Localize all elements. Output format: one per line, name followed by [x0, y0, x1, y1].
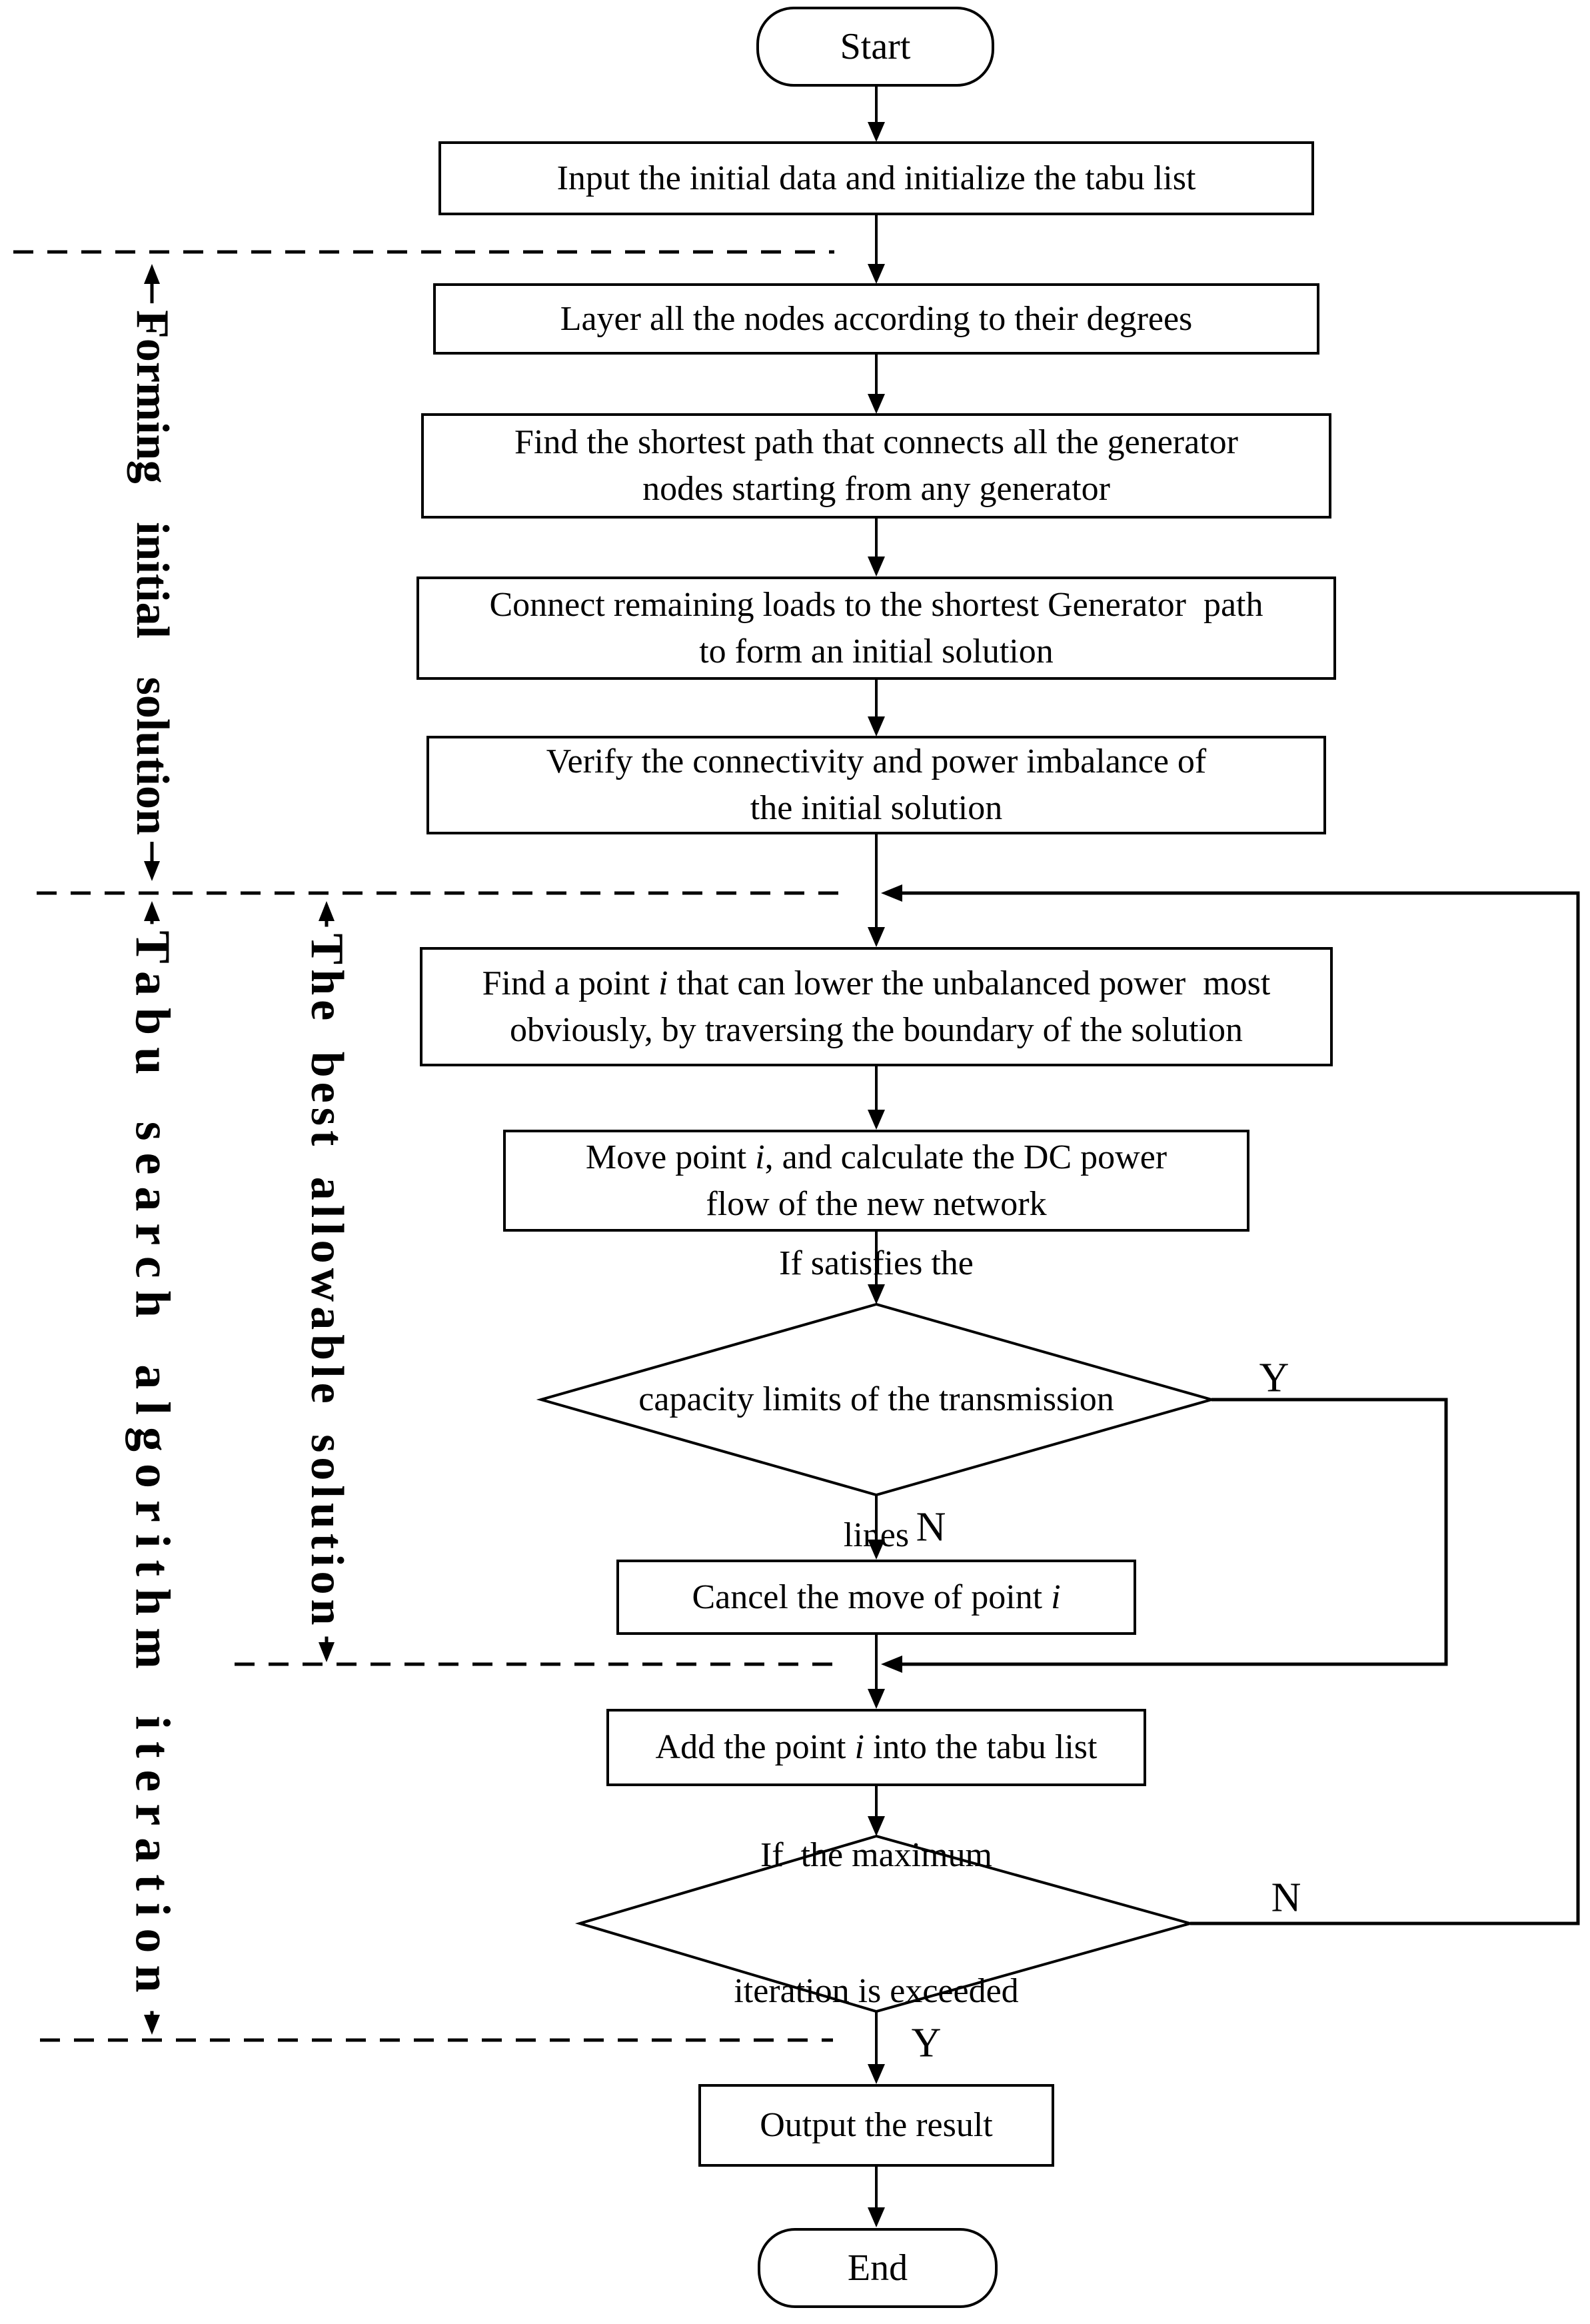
- step-find-point-box: Find a point i that can lower the unbala…: [420, 947, 1333, 1066]
- step-verify-line1: Verify the connectivity and power imbala…: [546, 742, 1207, 780]
- arrowheads: [144, 122, 902, 2227]
- step-verify-line2: the initial solution: [750, 789, 1003, 827]
- step-cancel-move-box: Cancel the move of point i: [616, 1560, 1136, 1635]
- iteration-line1: If the maximum: [760, 1836, 993, 1874]
- iteration-yes-label: Y: [911, 2020, 942, 2066]
- iteration-decision-text: If the maximum iteration is exceeded: [734, 1742, 1018, 2105]
- capacity-decision-diamond: [536, 1302, 1217, 1497]
- step-layer-box: Layer all the nodes according to their d…: [433, 283, 1319, 355]
- capacity-yes-feedback-line: [902, 1398, 1448, 1666]
- step-add-tabu-box: Add the point i into the tabu list: [606, 1709, 1146, 1786]
- step-move-point-box: Move point i, and calculate the DC power…: [503, 1130, 1249, 1232]
- capacity-decision-text: If satisfies the capacity limits of the …: [638, 1150, 1114, 1649]
- capacity-yes-label: Y: [1259, 1355, 1289, 1401]
- start-label: Start: [840, 26, 911, 67]
- move-point-post: , and calculate the DC power: [764, 1138, 1168, 1176]
- step-output-box: Output the result: [698, 2084, 1054, 2167]
- end-label: End: [847, 2247, 908, 2289]
- step-shortest-line2: nodes starting from any generator: [642, 470, 1110, 508]
- iteration-line2: iteration is exceeded: [734, 1972, 1019, 2010]
- capacity-line2: capacity limits of the transmission: [638, 1380, 1114, 1418]
- add-tabu-var: i: [854, 1728, 864, 1766]
- step-connect-line1: Connect remaining loads to the shortest …: [489, 585, 1263, 624]
- cancel-move-var: i: [1051, 1578, 1061, 1616]
- feedback-lines: [902, 891, 1580, 1925]
- step-move-point-line2: flow of the new network: [706, 1184, 1047, 1223]
- capacity-line1: If satisfies the: [779, 1244, 974, 1282]
- step-move-point-line1: Move point i, and calculate the DC power: [586, 1134, 1167, 1181]
- capacity-line3: lines: [843, 1516, 910, 1554]
- move-point-var: i: [755, 1138, 765, 1176]
- start-terminal: Start: [756, 7, 994, 87]
- iteration-no-label: N: [1271, 1875, 1301, 1921]
- step-layer-text: Layer all the nodes according to their d…: [560, 299, 1193, 338]
- add-tabu-post: into the tabu list: [864, 1728, 1098, 1766]
- find-point-pre: Find a point: [482, 964, 658, 1002]
- phase-separator-dashed-lines: [13, 250, 845, 2042]
- find-point-var: i: [658, 964, 668, 1002]
- step-output-text: Output the result: [760, 2106, 993, 2144]
- cancel-move-pre: Cancel the move of point: [692, 1578, 1052, 1616]
- phase-label-tabu-search-iteration: Tabu search algorithm iteration: [122, 924, 182, 2011]
- move-point-pre: Move point: [585, 1138, 756, 1176]
- capacity-no-label: N: [916, 1504, 946, 1550]
- step-add-tabu-text: Add the point i into the tabu list: [656, 1724, 1098, 1771]
- step-connect-loads-box: Connect remaining loads to the shortest …: [416, 577, 1336, 680]
- end-terminal: End: [758, 2228, 998, 2308]
- step-input-text: Input the initial data and initialize th…: [556, 159, 1196, 197]
- find-point-post: that can lower the unbalanced power most: [668, 964, 1271, 1002]
- add-tabu-pre: Add the point: [655, 1728, 855, 1766]
- iteration-no-feedback-line: [902, 891, 1580, 1925]
- phase-label-forming-initial-solution: Forming initial solution: [124, 303, 180, 842]
- step-shortest-line1: Find the shortest path that connects all…: [514, 423, 1238, 461]
- step-input-box: Input the initial data and initialize th…: [438, 141, 1314, 215]
- phase-label-best-allowable-solution: The best allowable solution: [299, 926, 355, 1637]
- step-verify-box: Verify the connectivity and power imbala…: [426, 736, 1326, 834]
- step-find-point-line1: Find a point i that can lower the unbala…: [482, 960, 1271, 1007]
- step-find-point-line2: obviously, by traversing the boundary of…: [509, 1010, 1243, 1049]
- iteration-decision-diamond: [574, 1834, 1195, 2013]
- step-cancel-move-text: Cancel the move of point i: [692, 1574, 1060, 1621]
- step-connect-line2: to form an initial solution: [699, 632, 1054, 670]
- step-shortest-path-box: Find the shortest path that connects all…: [421, 413, 1331, 519]
